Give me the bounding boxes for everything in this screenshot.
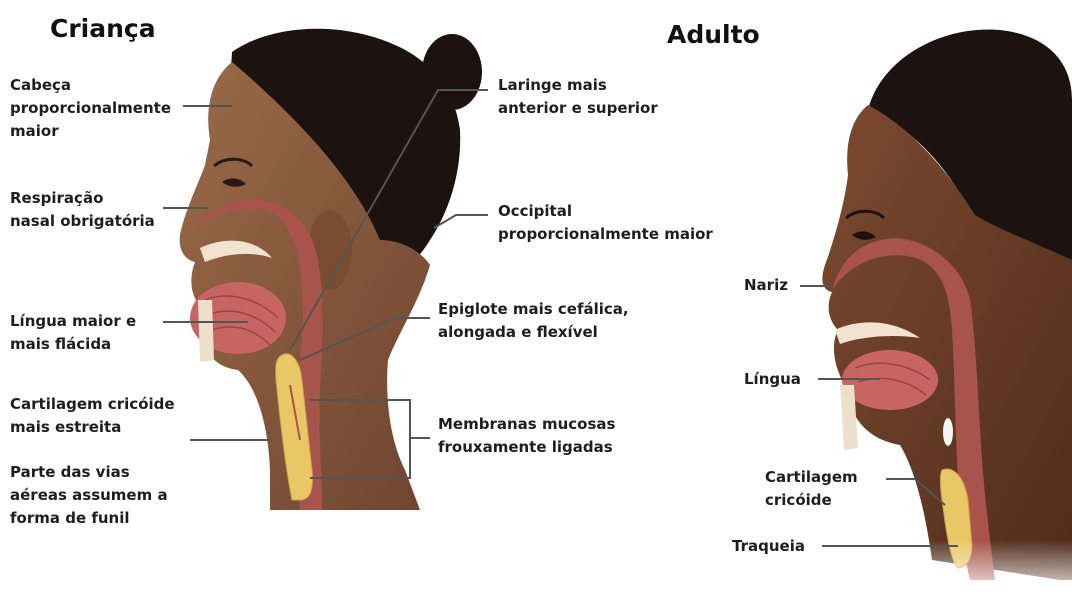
- label-trachea: Traqueia: [732, 535, 805, 558]
- child-title: Criança: [50, 14, 156, 43]
- child-head-illustration: [180, 29, 482, 510]
- label-tongue-larger: Língua maior e mais flácida: [10, 310, 136, 356]
- label-airway-funnel: Parte das vias aéreas assumem a forma de…: [10, 461, 168, 530]
- child-hair-bun: [422, 34, 482, 110]
- label-occipital-larger: Occipital proporcionalmente maior: [498, 200, 713, 246]
- label-larynx-anterior: Laringe mais anterior e superior: [498, 74, 658, 120]
- label-mucous-membranes: Membranas mucosas frouxamente ligadas: [438, 413, 615, 459]
- label-epiglottis: Epiglote mais cefálica, alongada e flexí…: [438, 298, 629, 344]
- adult-title: Adulto: [667, 20, 760, 49]
- adult-epiglottis: [943, 418, 953, 446]
- adult-head-illustration: [822, 30, 1072, 602]
- label-cricoid-narrower: Cartilagem cricóide mais estreita: [10, 393, 175, 439]
- child-jaw-bone: [198, 300, 214, 362]
- label-nasal-breathing: Respiração nasal obrigatória: [10, 187, 155, 233]
- adult-neck-fade: [900, 540, 1072, 602]
- label-adult-tongue: Língua: [744, 368, 801, 391]
- label-adult-cricoid: Cartilagem cricóide: [765, 466, 858, 512]
- label-head-proportion: Cabeça proporcionalmente maior: [10, 74, 171, 143]
- label-nose: Nariz: [744, 274, 788, 297]
